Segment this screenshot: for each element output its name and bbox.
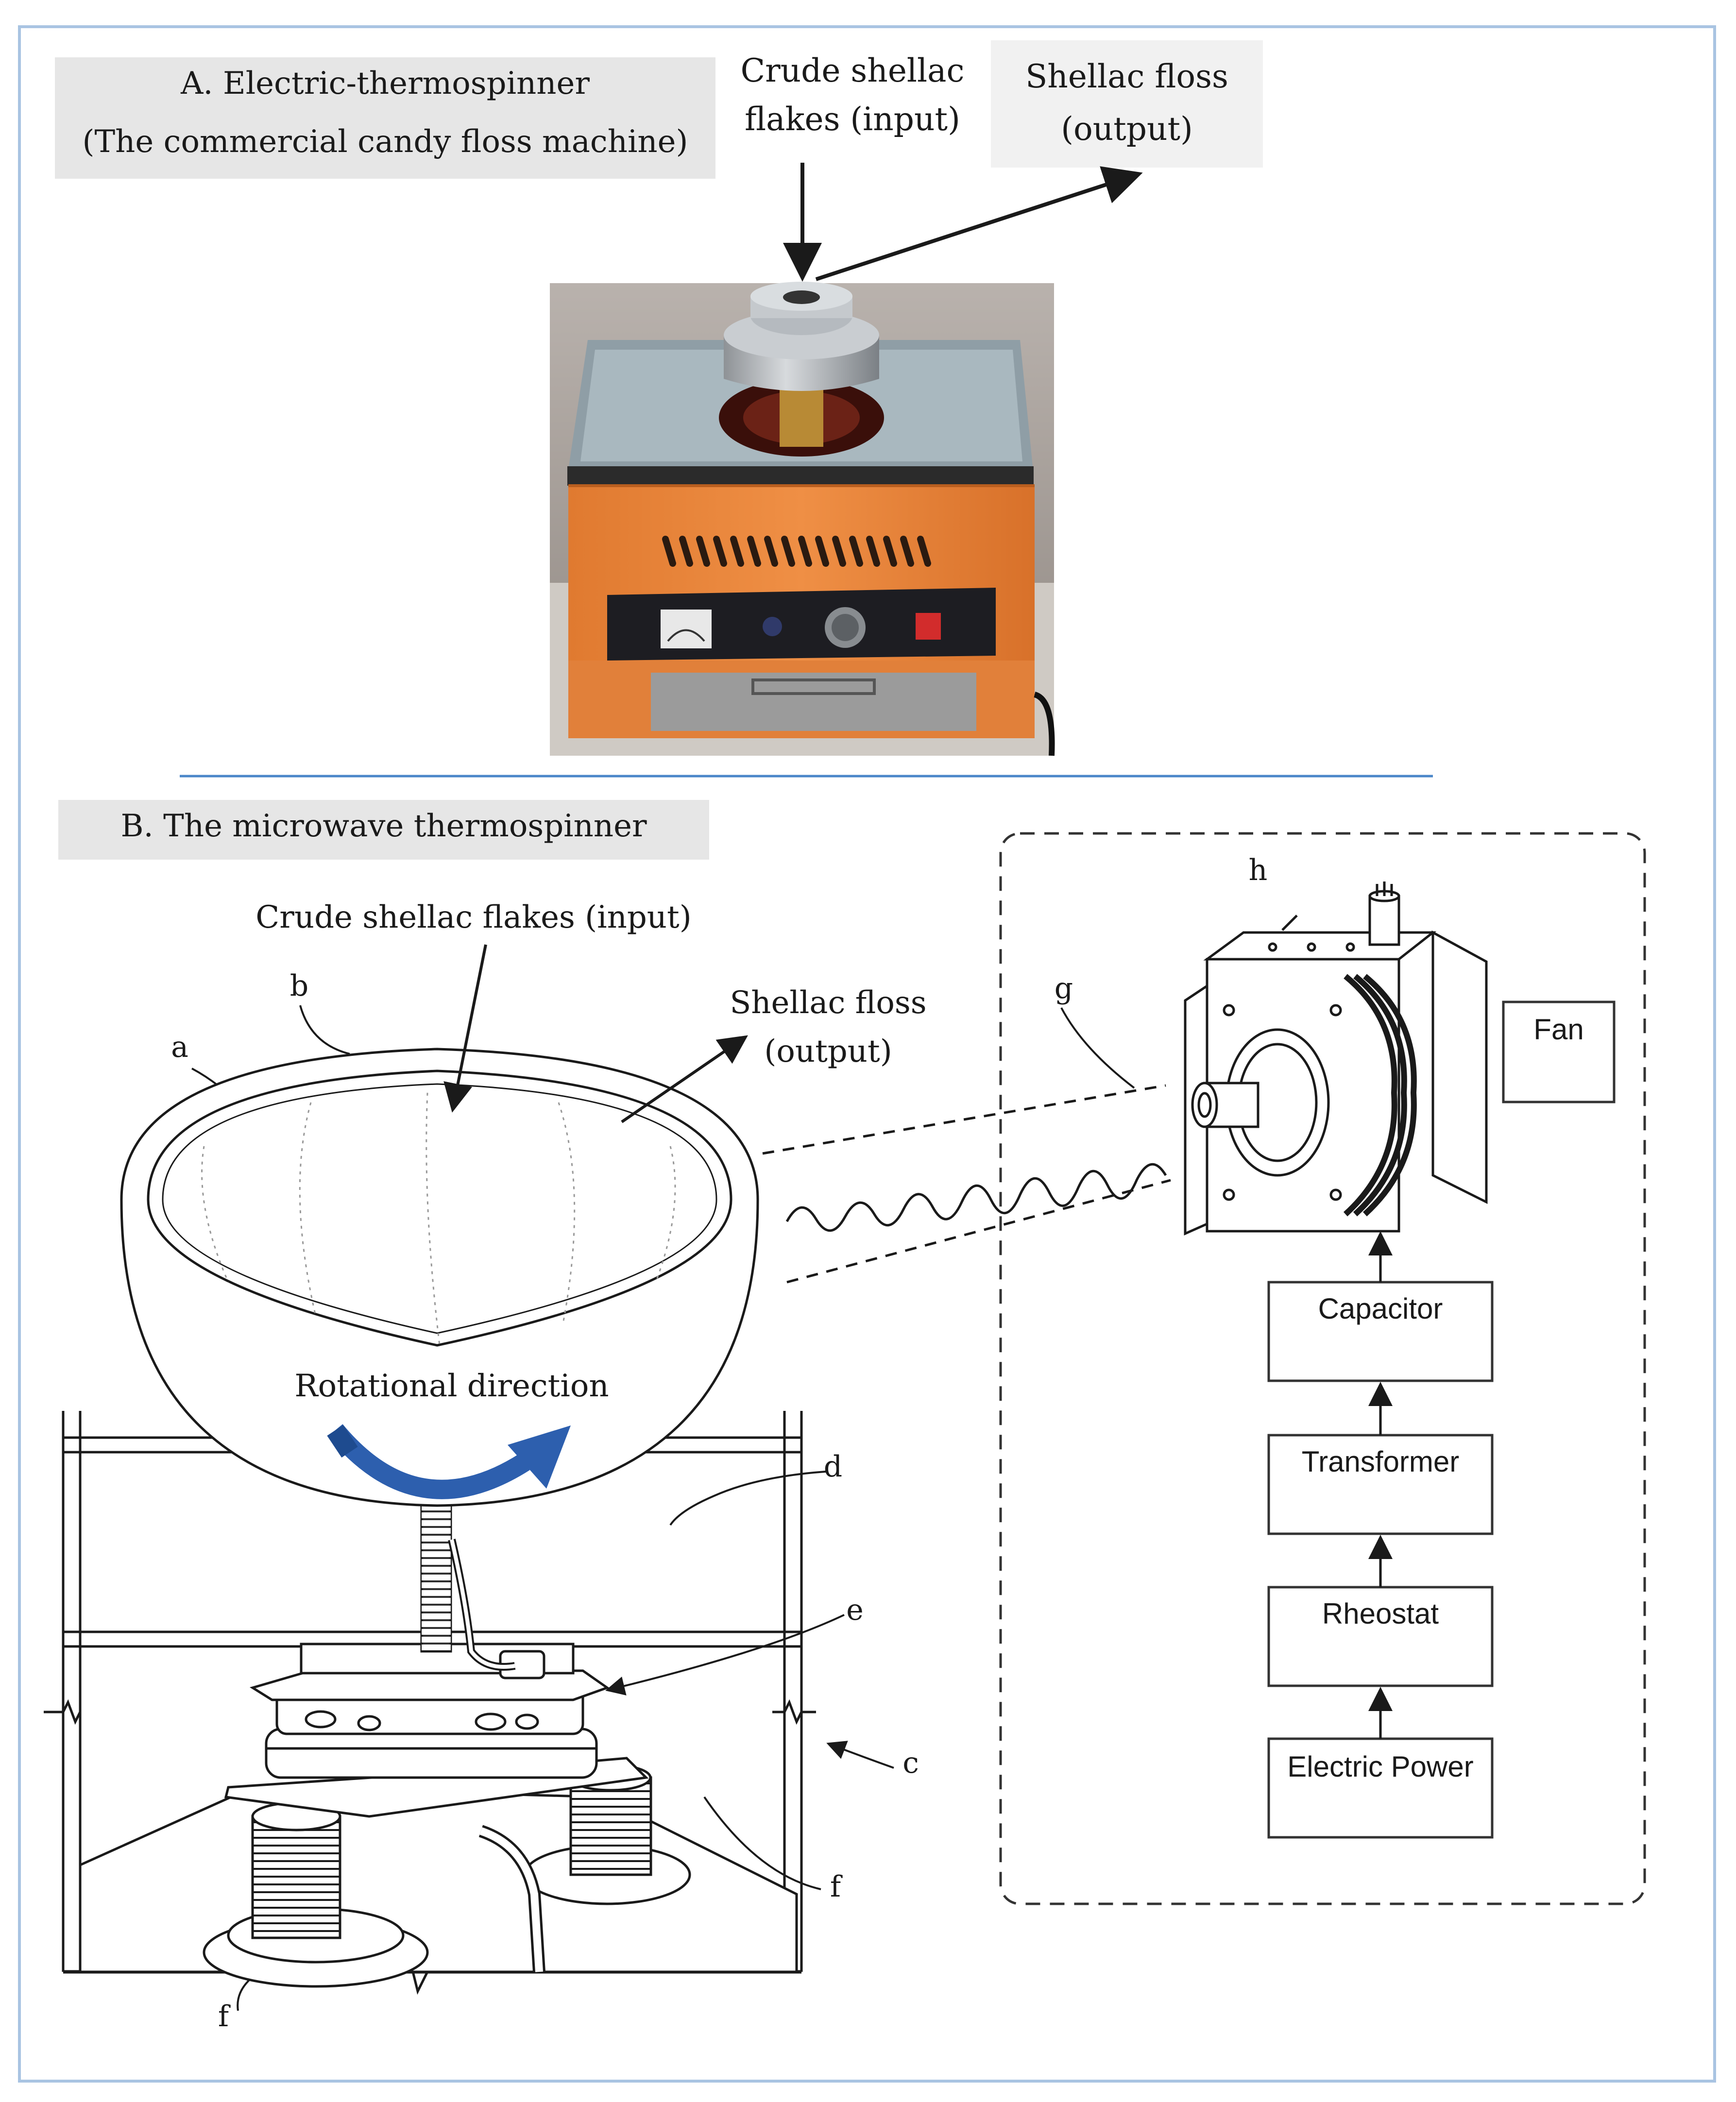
panel-a-output-label-line1: Shellac floss (1025, 58, 1228, 95)
part-label-a: a (171, 1030, 188, 1064)
power-box (1267, 1737, 1494, 1839)
panel-a-title-box (55, 57, 715, 179)
spring-right (569, 1776, 652, 1876)
transformer-box (1267, 1434, 1494, 1535)
part-label-h: h (1249, 853, 1268, 887)
part-label-g: g (1055, 971, 1073, 1005)
part-label-f-right: f (830, 1870, 843, 1904)
panel-b-input-label: Crude shellac flakes (input) (255, 899, 691, 935)
panel-a-input-label-line1: Crude shellac (741, 52, 965, 89)
figure-frame (18, 25, 1716, 2083)
panel-b-input-arrow (443, 944, 487, 1113)
capacitor-label: Capacitor (1318, 1292, 1443, 1325)
part-label-c: c (902, 1746, 919, 1780)
panel-b-title-box (58, 800, 709, 860)
part-label-b: b (290, 969, 308, 1003)
part-label-f-left: f (218, 2000, 231, 2034)
candy-floss-machine-photo (550, 282, 1055, 756)
microwave-unit-enclosure (999, 832, 1646, 1905)
panel-b: B. The microwave thermospinner Crude she… (44, 800, 1646, 2034)
panel-a-output-arrow (815, 166, 1143, 281)
panel-b-title: B. The microwave thermospinner (120, 808, 647, 844)
threaded-shaft (420, 1504, 516, 1671)
panel-b-output-label-line2: (output) (764, 1034, 892, 1069)
panel-b-output-label-line1: Shellac floss (730, 985, 926, 1021)
spinner-base-mechanism (79, 1643, 798, 1988)
rotation-arrow (327, 1424, 571, 1499)
power-label: Electric Power (1287, 1750, 1473, 1783)
transformer-label: Transformer (1302, 1445, 1460, 1478)
panel-a-output-box (991, 40, 1263, 168)
rheostat-label: Rheostat (1322, 1597, 1439, 1630)
magnetron (1184, 881, 1488, 1236)
part-label-e: e (846, 1593, 864, 1627)
fan-label: Fan (1533, 1013, 1583, 1046)
vent-slots (662, 536, 931, 567)
panel-a: A. Electric-thermospinner (The commercia… (55, 40, 1263, 756)
rheostat-box (1267, 1586, 1494, 1687)
panel-b-output-arrow (621, 1035, 748, 1123)
microwave-beam (762, 1084, 1171, 1284)
part-label-d: d (824, 1450, 842, 1484)
rotation-label: Rotational direction (294, 1368, 609, 1404)
panel-a-title-line2: (The commercial candy floss machine) (83, 124, 688, 160)
panel-a-title-line1: A. Electric-thermospinner (180, 66, 590, 102)
capacitor-box (1267, 1281, 1494, 1382)
fan-box (1502, 1000, 1616, 1103)
spinner-bowl (120, 1048, 759, 1507)
panel-a-output-label-line2: (output) (1061, 110, 1193, 148)
panel-a-input-label-line2: flakes (input) (745, 101, 960, 138)
spring-left (251, 1815, 341, 1939)
